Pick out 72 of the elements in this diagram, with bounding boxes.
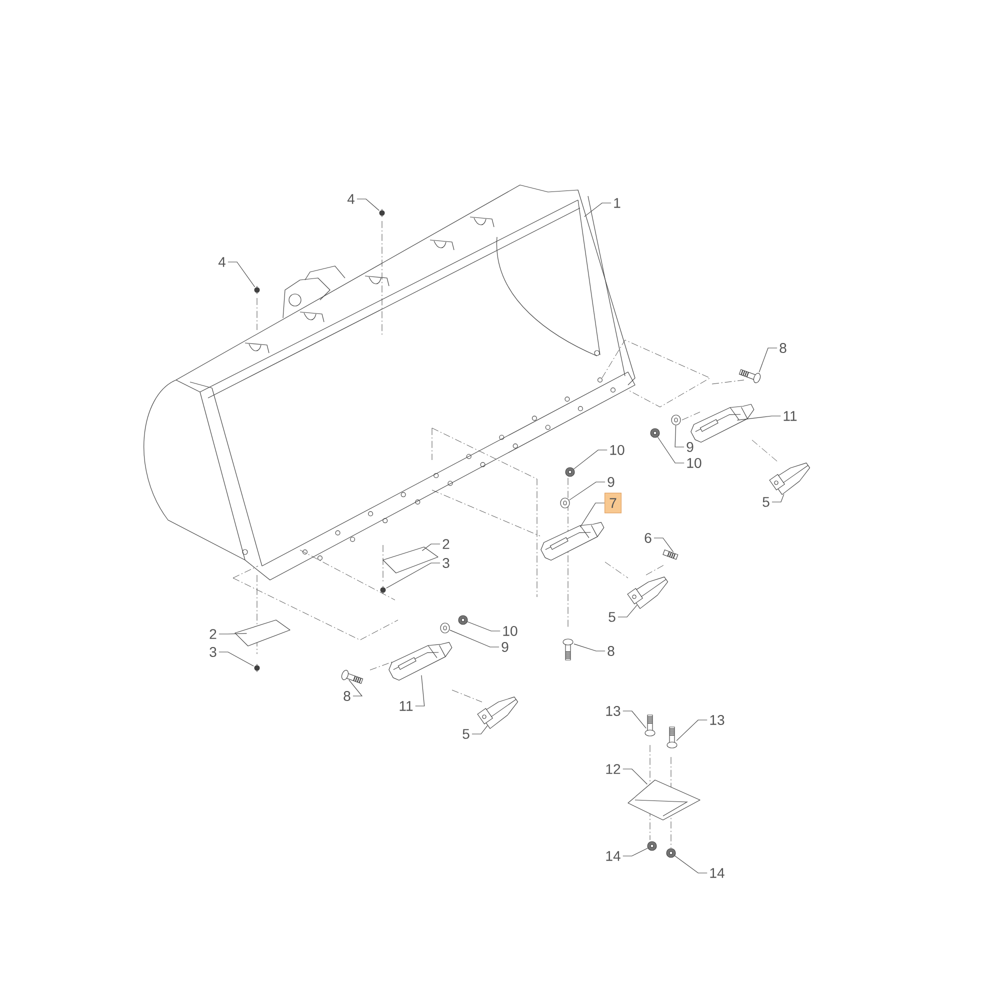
plate-drawing <box>234 620 290 646</box>
callout-number: 9 <box>686 442 694 452</box>
plate-drawing <box>628 780 700 820</box>
leader-line <box>450 630 500 648</box>
leader-line <box>348 680 363 696</box>
leader-line <box>574 450 608 470</box>
leader-line <box>736 416 781 420</box>
leader-line <box>622 848 648 856</box>
leader-line <box>356 198 380 211</box>
callout-number: 11 <box>400 701 413 711</box>
leader-line <box>618 604 638 618</box>
callout-number: 10 <box>687 458 702 468</box>
tooth-drawing <box>477 696 518 729</box>
callout-number: 2 <box>210 629 216 639</box>
leader-line <box>422 544 440 552</box>
bolt-drawing <box>341 670 364 684</box>
callout-number: 5 <box>608 612 616 622</box>
leader-line <box>218 652 254 666</box>
leader-line <box>467 621 500 632</box>
tooth-drawing <box>627 576 668 609</box>
adapter-drawing <box>388 642 452 680</box>
callout-number: 5 <box>462 729 470 739</box>
leader-line <box>569 482 606 500</box>
leader-line <box>654 538 674 552</box>
washer-drawing <box>440 622 450 634</box>
leader-line <box>472 725 488 734</box>
screw-drawing <box>254 286 260 294</box>
bolt-drawing <box>738 369 761 384</box>
leader-line <box>622 710 646 728</box>
leader-line <box>584 202 612 217</box>
nut-drawing <box>458 615 468 625</box>
bolt-drawing <box>562 638 574 660</box>
callout-number: 13 <box>710 715 724 725</box>
callout-number: 8 <box>344 691 350 701</box>
screw-drawing <box>379 208 385 218</box>
callout-number: 14 <box>606 851 620 861</box>
leader-line <box>674 856 708 874</box>
leader-line <box>228 262 256 288</box>
leader-line <box>574 644 606 652</box>
tooth-drawing <box>769 462 810 495</box>
callout-number: 10 <box>503 626 518 636</box>
screw-drawing <box>254 664 260 672</box>
callout-number: 8 <box>780 343 786 353</box>
nut-drawing <box>666 848 676 858</box>
washer-drawing <box>671 414 681 426</box>
callout-number: 11 <box>784 411 797 421</box>
callout-number: 9 <box>502 642 508 652</box>
leader-line <box>674 424 684 448</box>
nut-drawing <box>647 841 657 851</box>
callout-number: 6 <box>644 533 652 543</box>
pin-drawing <box>662 550 678 560</box>
bolt-drawing <box>644 714 656 736</box>
leader-line <box>676 720 708 741</box>
bolt-drawing <box>666 726 678 748</box>
callout-number: 12 <box>606 764 620 774</box>
leader-line <box>772 494 784 502</box>
bucket-drawing <box>144 184 636 580</box>
leader-line <box>218 633 248 634</box>
screw-drawing <box>380 586 386 594</box>
leader-line <box>758 348 778 372</box>
leader-line <box>622 768 648 785</box>
leader-line <box>580 502 605 528</box>
adapter-drawing <box>690 404 754 442</box>
nut-drawing <box>650 428 660 438</box>
callout-number: 5 <box>762 497 770 507</box>
callout-number: 8 <box>608 646 614 656</box>
leader-line <box>415 674 425 706</box>
callout-number: 14 <box>710 868 724 878</box>
leader-line <box>386 562 440 588</box>
callout-number: 13 <box>606 706 620 716</box>
callout-number: 3 <box>210 647 216 657</box>
leader-line <box>657 436 684 464</box>
